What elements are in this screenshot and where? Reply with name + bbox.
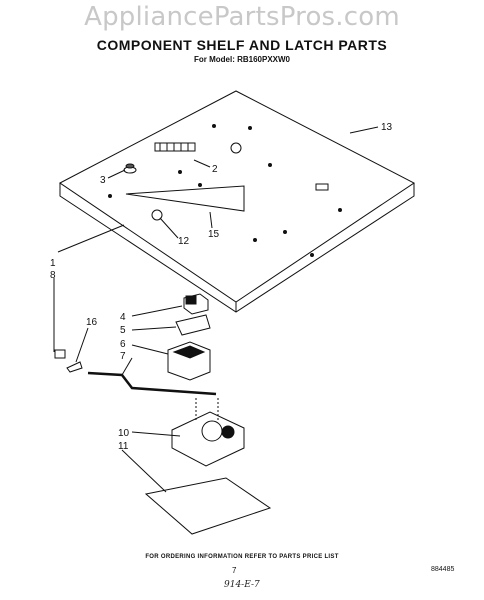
- shelf-hole: [212, 124, 216, 128]
- callout-6: 6: [120, 339, 126, 350]
- leader-3: [107, 169, 126, 179]
- callout-13: 13: [381, 122, 393, 133]
- page-number: 7: [232, 566, 237, 575]
- model-subtitle: For Model: RB160PXXW0: [193, 55, 290, 64]
- ordering-note: FOR ORDERING INFORMATION REFER TO PARTS …: [145, 554, 339, 560]
- handwritten-note: 914-E-7: [224, 580, 260, 590]
- shelf-hole: [283, 230, 287, 234]
- leader-12: [159, 217, 179, 239]
- terminal-block: [154, 142, 196, 152]
- callout-15: 15: [208, 229, 220, 240]
- leader-16: [75, 327, 89, 363]
- callout-7: 7: [120, 351, 126, 362]
- base-plate: [144, 477, 272, 535]
- shelf-hole: [151, 209, 163, 221]
- callout-1: 1: [50, 258, 56, 269]
- triangular-bracket: [125, 185, 245, 212]
- callout-4: 4: [120, 312, 126, 323]
- shelf-hole: [253, 238, 257, 242]
- page-title: COMPONENT SHELF AND LATCH PARTS: [96, 37, 388, 53]
- watermark: AppliancePartsPros.com: [84, 2, 400, 32]
- shelf-hole: [338, 208, 342, 212]
- shelf-hole: [248, 126, 252, 130]
- leader-4: [131, 305, 183, 317]
- leader-10: [131, 431, 181, 437]
- leader-5: [131, 326, 177, 331]
- callout-10: 10: [118, 428, 130, 439]
- shelf-slot: [315, 183, 329, 191]
- leader-7: [121, 357, 133, 376]
- callout-11: 11: [118, 441, 129, 452]
- leader-2: [193, 159, 211, 168]
- latch-rod: [87, 371, 217, 396]
- latch-clip: [66, 361, 83, 373]
- shelf-hole: [230, 142, 242, 154]
- switch-plate: [175, 314, 211, 336]
- leader-11: [121, 449, 167, 493]
- callout-2: 2: [212, 164, 218, 175]
- shelf-hole: [178, 170, 182, 174]
- callout-8: 8: [50, 270, 56, 281]
- shelf-hole: [310, 253, 314, 257]
- latch-block: [54, 349, 66, 359]
- callout-12: 12: [178, 236, 190, 247]
- shelf-hole: [198, 183, 202, 187]
- latch-mechanism: [171, 411, 245, 467]
- callout-5: 5: [120, 325, 126, 336]
- callout-3: 3: [100, 175, 106, 186]
- leader-6: [131, 344, 169, 355]
- leader-15: [209, 211, 213, 229]
- shelf-hole: [108, 194, 112, 198]
- callout-16: 16: [86, 317, 98, 328]
- document-number: 884485: [431, 566, 455, 573]
- leader-13: [349, 126, 379, 134]
- leader-1: [57, 224, 125, 253]
- shelf-hole: [268, 163, 272, 167]
